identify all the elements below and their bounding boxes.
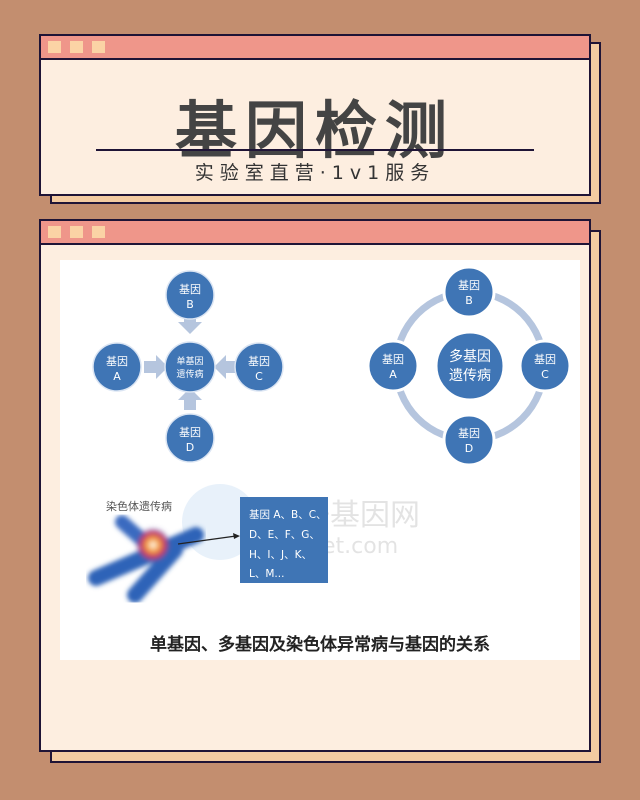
window-dot-icon bbox=[48, 41, 61, 53]
page-title: 基因检测 bbox=[174, 94, 455, 167]
node-label: B bbox=[186, 298, 194, 311]
node-label: D bbox=[186, 441, 194, 454]
node-label: 基因 bbox=[179, 283, 201, 296]
node-label: C bbox=[255, 370, 263, 383]
node-label: 基因 bbox=[106, 355, 128, 368]
window-dot-icon bbox=[92, 226, 105, 238]
node-label: D bbox=[465, 442, 473, 455]
window-dot-icon bbox=[48, 226, 61, 238]
figure-caption: 单基因、多基因及染色体异常病与基因的关系 bbox=[150, 635, 490, 655]
node-label: 基因 bbox=[248, 355, 270, 368]
subtitle: 实验室直营·1v1服务 bbox=[194, 162, 436, 184]
node-label: 基因 bbox=[534, 353, 556, 366]
gene-node-b bbox=[442, 265, 496, 319]
gene-node-c bbox=[234, 342, 284, 392]
divider bbox=[96, 149, 534, 151]
arrow-left-icon bbox=[214, 355, 236, 379]
node-label: A bbox=[389, 368, 397, 381]
node-label: B bbox=[465, 294, 473, 307]
gene-node-d bbox=[442, 413, 496, 467]
node-label: 多基因 bbox=[449, 348, 491, 365]
arrow-up-icon bbox=[178, 388, 202, 410]
diagram: 好基因网 hjynet.com 单基因 遗传病 基因 B 基因 A 基因 C 基… bbox=[88, 265, 572, 603]
window-dot-icon bbox=[92, 41, 105, 53]
arrow-head-icon bbox=[233, 533, 240, 539]
node-label: A bbox=[113, 370, 121, 383]
gene-list-line: L、M... bbox=[249, 568, 284, 580]
header-card: 基因检测 实验室直营·1v1服务 bbox=[39, 34, 591, 196]
node-label: 基因 bbox=[458, 427, 480, 440]
gene-relationship-figure: 好基因网 hjynet.com 单基因 遗传病 基因 B 基因 A 基因 C 基… bbox=[60, 260, 580, 660]
node-label: 基因 bbox=[179, 426, 201, 439]
window-bar bbox=[41, 221, 589, 245]
chromosome-icon bbox=[88, 515, 204, 603]
gene-node-b bbox=[165, 270, 215, 320]
chromosome-label: 染色体遗传病 bbox=[106, 499, 172, 513]
window-dot-icon bbox=[70, 41, 83, 53]
node-label: 基因 bbox=[382, 353, 404, 366]
window-dot-icon bbox=[70, 226, 83, 238]
gene-node-d bbox=[165, 413, 215, 463]
node-label: C bbox=[541, 368, 549, 381]
arrow-connector bbox=[177, 535, 237, 545]
window-bar bbox=[41, 36, 589, 60]
gene-list-line: H、I、J、K、 bbox=[249, 549, 312, 561]
node-label: 遗传病 bbox=[449, 368, 491, 384]
node-label: 基因 bbox=[458, 279, 480, 292]
gene-list-line: D、E、F、G、 bbox=[249, 529, 320, 541]
gene-node-a bbox=[92, 342, 142, 392]
node-label: 遗传病 bbox=[176, 368, 203, 380]
single-gene-disease-node bbox=[164, 341, 216, 393]
gene-list-line: 基因 A、B、C、 bbox=[249, 508, 327, 521]
multi-gene-disease-node bbox=[434, 330, 506, 402]
node-label: 单基因 bbox=[176, 355, 203, 367]
gene-list-box bbox=[240, 497, 328, 583]
gene-node-a bbox=[366, 339, 420, 393]
arrow-right-icon bbox=[144, 355, 168, 379]
gene-node-c bbox=[518, 339, 572, 393]
